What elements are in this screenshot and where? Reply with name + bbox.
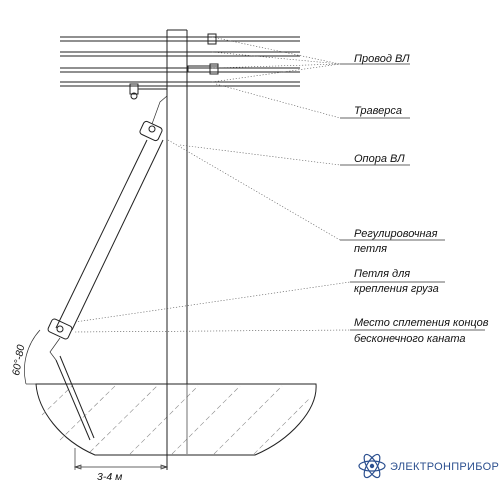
label-load-loop-2: крепления груза: [354, 283, 439, 295]
ground-section: [35, 383, 317, 456]
logo-text: ЭЛЕКТРОНПРИБОР: [390, 461, 499, 473]
label-wire: Провод ВЛ: [354, 53, 410, 65]
overhead-wires: [60, 36, 300, 87]
label-adjust-loop-1: Регулировочная: [354, 228, 438, 240]
crossarm: [129, 33, 219, 100]
label-pole: Опора ВЛ: [354, 153, 405, 165]
ground-hatching: [41, 385, 311, 455]
label-load-loop-1: Петля для: [354, 268, 410, 280]
label-crossarm: Траверса: [354, 105, 402, 117]
label-splice-2: бесконечного каната: [354, 333, 466, 345]
pole: [166, 29, 188, 470]
distance-dimension: 3-4 м: [73, 448, 169, 483]
callout-leaders: [74, 36, 485, 333]
hoist-tube: [47, 95, 168, 441]
company-logo: ЭЛЕКТРОНПРИБОР: [358, 453, 499, 479]
label-distance: 3-4 м: [97, 471, 122, 483]
label-splice-1: Место сплетения концов: [354, 317, 489, 329]
label-angle: 60°-80: [10, 344, 27, 377]
angle-dimension: 60°-80: [10, 329, 41, 385]
atom-icon: [358, 453, 386, 479]
label-adjust-loop-2: петля: [354, 243, 387, 255]
